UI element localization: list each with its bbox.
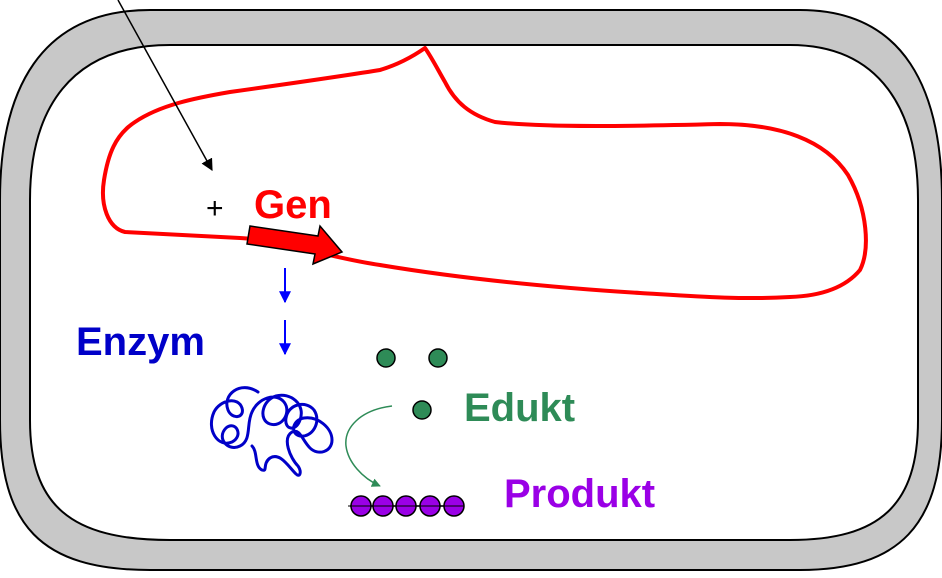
edukt-molecule: [428, 348, 448, 368]
plasmid-loop: [101, 46, 868, 301]
edukt-molecule: [376, 348, 396, 368]
cell-membrane-inner: [29, 44, 919, 541]
gen-label: Gen: [254, 183, 332, 227]
produkt-label: Produkt: [504, 472, 656, 516]
produkt-chain: [348, 495, 465, 517]
enzym-label: Enzym: [76, 320, 205, 364]
edukt-molecule: [412, 400, 432, 420]
reaction-arrow: [345, 405, 393, 487]
plus-sign-label: +: [206, 192, 224, 225]
pointer-arrow: [117, 0, 213, 172]
edukt-label: Edukt: [464, 386, 576, 430]
enzyme-scribble: [209, 386, 334, 477]
gene-arrow: [246, 224, 344, 266]
